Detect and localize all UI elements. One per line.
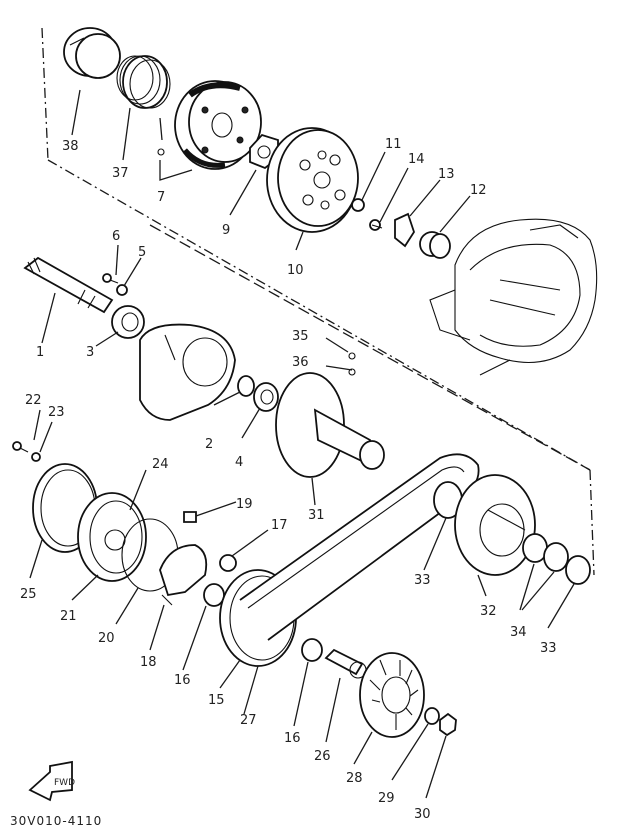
callout-34: 34 bbox=[510, 625, 527, 640]
part-37-spring bbox=[116, 55, 171, 109]
drawing-code: 30V010-4110 bbox=[10, 814, 102, 828]
callout-26: 26 bbox=[314, 749, 331, 764]
callout-38: 38 bbox=[62, 139, 79, 154]
callout-14: 14 bbox=[408, 152, 425, 167]
part-21-cover bbox=[77, 492, 147, 582]
callout-35: 35 bbox=[292, 329, 309, 344]
callout-33a: 33 bbox=[414, 573, 431, 588]
forward-arrow-label: FWD bbox=[54, 778, 75, 788]
part-23-washer bbox=[31, 452, 41, 462]
part-5-pin bbox=[116, 284, 128, 296]
callout-23: 23 bbox=[48, 405, 65, 420]
callout-2: 2 bbox=[205, 437, 213, 452]
callout-10: 10 bbox=[287, 263, 304, 278]
assembly-frame-lines bbox=[41, 27, 595, 576]
part-33-oil-seal-b bbox=[565, 555, 591, 585]
callout-16b: 16 bbox=[284, 731, 301, 746]
callout-11: 11 bbox=[385, 137, 402, 152]
callout-33b: 33 bbox=[540, 641, 557, 656]
callout-9: 9 bbox=[222, 223, 230, 238]
callout-31: 31 bbox=[308, 508, 325, 523]
callout-19: 19 bbox=[236, 497, 253, 512]
part-1-drive-shaft bbox=[23, 256, 114, 314]
callout-30: 30 bbox=[414, 807, 431, 822]
engine-crankcase bbox=[429, 218, 598, 376]
part-34-washers bbox=[522, 533, 569, 572]
part-10-primary-sheave bbox=[266, 127, 359, 233]
callout-29: 29 bbox=[378, 791, 395, 806]
part-4-bearing bbox=[253, 382, 279, 412]
callout-labels: 38 37 7 9 10 11 14 13 12 6 5 1 3 35 36 2… bbox=[20, 137, 557, 822]
part-38-clutch-housing bbox=[63, 27, 121, 79]
forward-direction-arrow: FWD bbox=[28, 760, 75, 802]
part-14-bolt bbox=[369, 219, 383, 231]
bearing-housing-cover bbox=[139, 323, 236, 421]
callout-37: 37 bbox=[112, 166, 129, 181]
callout-25: 25 bbox=[20, 587, 37, 602]
part-7-clutch-carrier bbox=[157, 80, 262, 181]
callout-21: 21 bbox=[60, 609, 77, 624]
part-32-secondary-sheave bbox=[454, 474, 536, 576]
part-35-36-pins bbox=[348, 352, 356, 376]
callout-36: 36 bbox=[292, 355, 309, 370]
part-2-oil-seal bbox=[237, 375, 255, 397]
part-3-bearing bbox=[111, 305, 145, 339]
callout-32: 32 bbox=[480, 604, 497, 619]
callout-6: 6 bbox=[112, 229, 120, 244]
part-29-washer bbox=[424, 707, 440, 725]
part-11-washer bbox=[351, 198, 365, 212]
part-22-bolt bbox=[12, 441, 29, 453]
part-28-fan-pulley bbox=[359, 652, 425, 738]
callout-5: 5 bbox=[138, 245, 146, 260]
part-6-bolt bbox=[102, 273, 119, 284]
callout-18: 18 bbox=[140, 655, 157, 670]
part-26-spacer bbox=[324, 648, 367, 679]
part-30-nut bbox=[439, 712, 457, 737]
callout-4: 4 bbox=[235, 455, 243, 470]
callout-3: 3 bbox=[86, 345, 94, 360]
callout-27: 27 bbox=[240, 713, 257, 728]
callout-24: 24 bbox=[152, 457, 169, 472]
callout-17: 17 bbox=[271, 518, 288, 533]
callout-22: 22 bbox=[25, 393, 42, 408]
part-18-weight-cam bbox=[159, 544, 208, 606]
callout-16a: 16 bbox=[174, 673, 191, 688]
part-12-collar bbox=[419, 231, 451, 259]
part-19-clip bbox=[183, 511, 197, 523]
part-31-secondary-sheave-shaft bbox=[275, 372, 385, 478]
part-16-collar-b bbox=[301, 638, 323, 662]
callout-7: 7 bbox=[157, 190, 165, 205]
callout-12: 12 bbox=[470, 183, 487, 198]
callout-1: 1 bbox=[36, 345, 44, 360]
callout-20: 20 bbox=[98, 631, 115, 646]
callout-13: 13 bbox=[438, 167, 455, 182]
leader-lines bbox=[29, 89, 575, 799]
callout-28: 28 bbox=[346, 771, 363, 786]
part-13-bracket bbox=[394, 212, 415, 248]
callout-15: 15 bbox=[208, 693, 225, 708]
part-17-roller bbox=[219, 554, 237, 572]
v-belt bbox=[239, 453, 480, 641]
